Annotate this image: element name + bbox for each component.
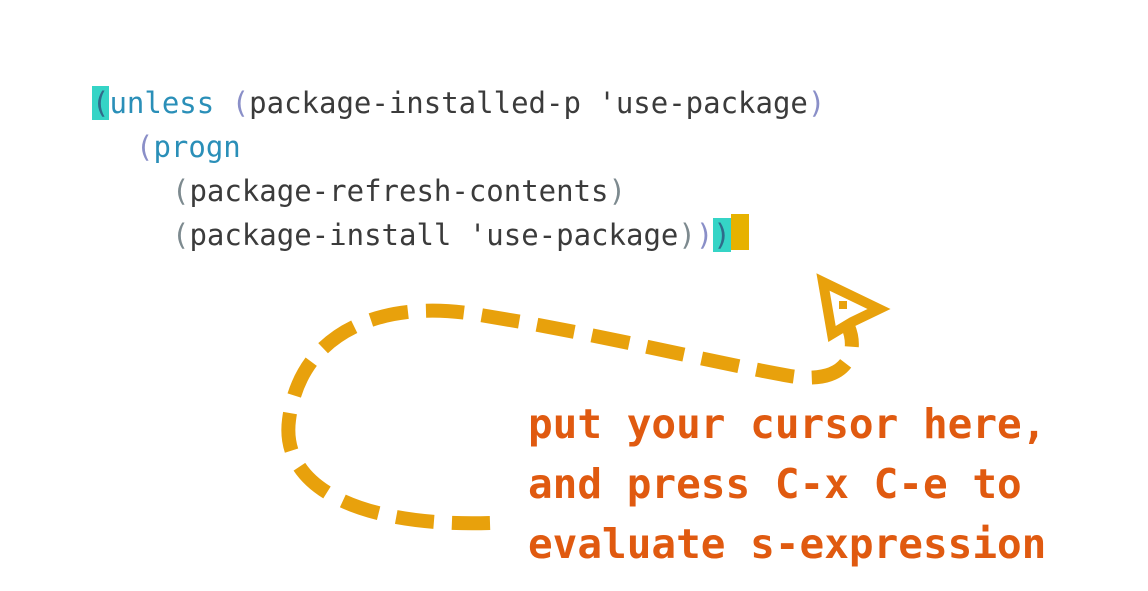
quoted-symbol: 'use-package [468, 218, 679, 252]
function-package-installed-p: package-installed-p [249, 86, 581, 120]
highlighted-close-paren: ) [713, 218, 731, 252]
code-line-3[interactable]: (package-refresh-contents) [92, 170, 626, 212]
text-cursor[interactable] [730, 214, 749, 250]
code-line-4[interactable]: (package-install 'use-package))) [92, 214, 749, 256]
annotation-line-1: put your cursor here, [528, 400, 1047, 448]
arrow-head-dot [839, 301, 847, 309]
annotation-line-2: and press C-x C-e to [528, 460, 1022, 508]
open-paren: ( [172, 174, 190, 208]
close-paren: ) [807, 86, 826, 120]
keyword-unless: unless [109, 86, 215, 120]
arrow-head [816, 273, 891, 343]
open-paren: ( [136, 130, 154, 164]
quoted-symbol: 'use-package [598, 86, 808, 120]
annotation-text: put your cursor here, and press C-x C-e … [528, 394, 1046, 574]
code-editor[interactable]: (unless (package-installed-p 'use-packag… [92, 80, 992, 270]
close-paren: ) [695, 218, 714, 252]
function-package-refresh-contents: package-refresh-contents [189, 174, 609, 208]
keyword-progn: progn [153, 130, 241, 164]
highlighted-open-paren: ( [92, 86, 110, 120]
open-paren: ( [231, 86, 250, 120]
code-line-2[interactable]: (progn [92, 126, 241, 168]
open-paren: ( [172, 218, 190, 252]
annotation-line-3: evaluate s-expression [528, 520, 1047, 568]
close-paren: ) [608, 174, 626, 208]
close-paren: ) [678, 218, 696, 252]
arrow-dashed-path [281, 303, 859, 531]
code-line-1[interactable]: (unless (package-installed-p 'use-packag… [92, 82, 825, 124]
function-package-install: package-install [189, 218, 452, 252]
